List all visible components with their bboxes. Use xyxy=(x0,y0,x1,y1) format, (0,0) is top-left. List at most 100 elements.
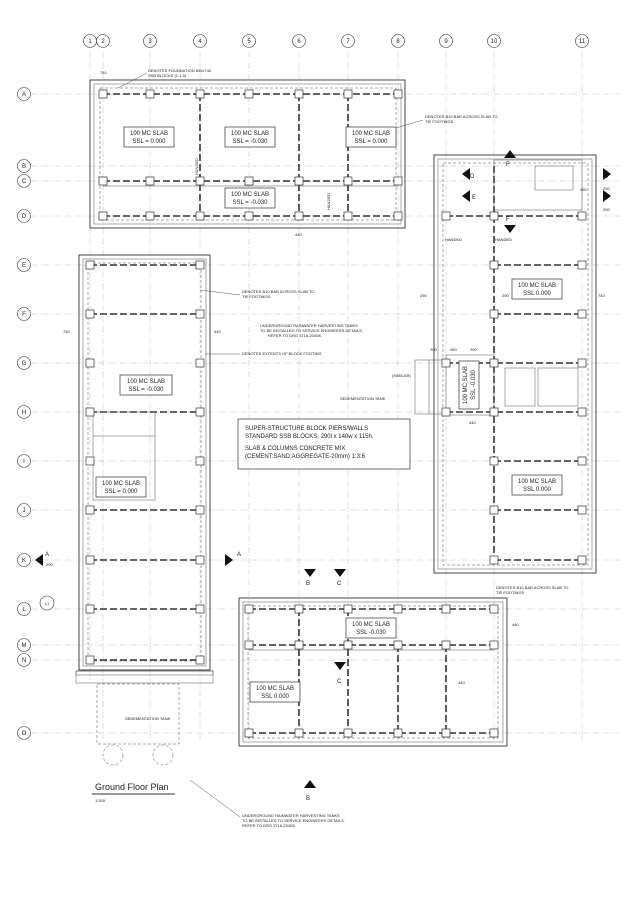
column-bubble-8: 8 xyxy=(391,34,405,48)
note-bar: TIE FOOTINGS xyxy=(425,119,454,124)
note-tanks: UNDERGROUND RAINWATER HARVESTING TANKS xyxy=(242,813,340,818)
row-bubble-i: I xyxy=(17,454,31,468)
svg-text:B: B xyxy=(306,796,310,802)
column-bubble-2: 2 xyxy=(96,34,110,48)
note-bar: DENOTES B10 BAR ACROSS SLAB TO xyxy=(242,289,315,294)
column-bubble-9: 9 xyxy=(439,34,453,48)
svg-text:L: L xyxy=(22,607,26,613)
svg-text:100 MC SLAB: 100 MC SLAB xyxy=(518,283,556,289)
section-markers: A A B B C C D D E E xyxy=(35,150,611,802)
dim-440: 440 xyxy=(295,232,302,237)
svg-text:A: A xyxy=(45,552,49,558)
slab-label: 100 MC SLAB SSL -0.030 xyxy=(345,617,397,639)
svg-text:C: C xyxy=(337,581,342,587)
row-bubbles: A B C D E F G H I J K L M N O xyxy=(17,87,31,740)
row-bubble-a: A xyxy=(17,87,31,101)
svg-text:SSL = -0.030: SSL = -0.030 xyxy=(233,200,269,206)
svg-text:C: C xyxy=(337,679,342,685)
svg-text:SSL = 0.000: SSL = 0.000 xyxy=(105,489,139,495)
column-bubble-11: 11 xyxy=(575,34,589,48)
slab-label: 100 MC SLAB SSL 0.000 xyxy=(511,278,563,300)
drawing-title: Ground Floor Plan xyxy=(95,782,169,792)
notes: DENOTES FOUNDATION 890x740 SSB BLOCKS (1… xyxy=(117,68,569,828)
svg-text:E: E xyxy=(472,195,476,201)
note-tanks: TO BE INSTALLED TO SERVICE ENGINEERS DET… xyxy=(260,328,363,333)
column-bubble-10: 10 xyxy=(487,34,501,48)
dim-200: 200 xyxy=(603,207,610,212)
slab-label: 100 MC SLAB SSL = -0.030 xyxy=(224,126,276,148)
svg-text:7: 7 xyxy=(346,39,350,45)
svg-text:SSL -0.030: SSL -0.030 xyxy=(471,369,477,399)
dim-740: 740 xyxy=(63,329,70,334)
svg-text:2: 2 xyxy=(101,39,105,45)
dim-440: 440 xyxy=(469,420,476,425)
svg-text:O: O xyxy=(22,731,27,737)
column-bubble-1: 1 xyxy=(83,34,97,48)
svg-text:11: 11 xyxy=(579,39,586,45)
dim-290: 290 xyxy=(420,293,427,298)
svg-text:6: 6 xyxy=(297,39,301,45)
svg-text:G: G xyxy=(22,361,27,367)
row-bubble-k: K xyxy=(17,553,31,567)
dim-440: 440 xyxy=(458,680,465,685)
svg-text:100 MC SLAB: 100 MC SLAB xyxy=(256,686,294,692)
slab-label: 100 MC SLAB SSL = -0.030 xyxy=(119,374,173,396)
dim-740: 740 xyxy=(598,293,605,298)
column-bubble-3: 3 xyxy=(143,34,157,48)
slab-labels: 100 MC SLAB SSL = 0.000 100 MC SLAB SSL … xyxy=(95,126,563,703)
svg-text:SSL = -0.030: SSL = -0.030 xyxy=(233,139,269,145)
dim-200: 200 xyxy=(603,186,610,191)
spec-line: (CEMENT:SAND:AGGREGATE-20mm) 1:3:6 xyxy=(245,454,366,460)
handed-label: HANDED xyxy=(326,193,331,210)
dim-200: 200 xyxy=(46,562,53,567)
svg-text:L1: L1 xyxy=(45,601,50,606)
drawing-scale: 1:200 xyxy=(95,798,106,803)
svg-text:B: B xyxy=(306,581,310,587)
column-bubbles: 1 2 3 4 5 6 7 8 9 10 11 xyxy=(83,34,589,48)
svg-text:100 MC SLAB: 100 MC SLAB xyxy=(231,192,269,198)
slab-label: 100 MC SLAB SSL = 0.000 xyxy=(95,476,147,498)
slab-label: 100 MC SLAB SSL = -0.030 xyxy=(224,187,276,209)
specification-box: SUPER-STRUCTURE BLOCK PIERS/WALLS STANDA… xyxy=(237,418,411,470)
row-bubble-l: L xyxy=(17,602,31,616)
section-marker-e: E E xyxy=(462,190,611,202)
slab-label: 100 MC SLAB SSL = 0.000 xyxy=(123,126,175,148)
svg-text:E: E xyxy=(22,263,26,269)
svg-text:9: 9 xyxy=(444,39,448,45)
svg-text:SSL 0.000: SSL 0.000 xyxy=(261,694,289,700)
row-bubble-b: B xyxy=(17,159,31,173)
note-bar: DENOTES B10 BAR ACROSS SLAB TO xyxy=(496,585,569,590)
slab-label-vertical: 100 MC SLAB SSL -0.030 xyxy=(458,360,480,410)
svg-text:SSL = 0.000: SSL = 0.000 xyxy=(133,139,167,145)
handed-label: HANDED xyxy=(445,237,462,242)
note-foundation: SSB BLOCKS (1:1.5) xyxy=(148,73,187,78)
dim-200: 200 xyxy=(430,347,437,352)
svg-text:A: A xyxy=(22,92,26,98)
svg-text:SSL = 0.000: SSL = 0.000 xyxy=(355,139,389,145)
note-tanks: TO BE INSTALLED TO SERVICE ENGINEERS DET… xyxy=(242,818,345,823)
note-sedimentation-tank: SEDEMENTATION TANK xyxy=(125,716,171,721)
note-tanks: REFER TO DRG 3716-20408. xyxy=(242,823,296,828)
slab-label: 100 MC SLAB SSL = 0.000 xyxy=(345,126,397,148)
block-left xyxy=(75,254,214,766)
section-marker-f: F F xyxy=(504,150,516,233)
svg-text:D: D xyxy=(470,174,475,180)
svg-text:100 MC SLAB: 100 MC SLAB xyxy=(463,366,469,404)
column-bubble-5: 5 xyxy=(242,34,256,48)
svg-text:5: 5 xyxy=(247,39,251,45)
column-bubble-7: 7 xyxy=(341,34,355,48)
svg-text:E: E xyxy=(604,195,608,201)
svg-text:D: D xyxy=(604,174,609,180)
svg-text:F: F xyxy=(506,162,510,168)
spec-line: SLAB & COLUMNS CONCRETE MIX xyxy=(245,446,345,452)
dim-260: 260 xyxy=(580,187,587,192)
title-block: Ground Floor Plan 1:200 xyxy=(92,782,175,803)
note-bar: TIE FOOTINGS xyxy=(242,294,271,299)
svg-text:D: D xyxy=(22,214,27,220)
row-bubble-m: M xyxy=(17,638,31,652)
svg-text:SSL -0.030: SSL -0.030 xyxy=(356,630,386,636)
note-similar: (SIMILAR) xyxy=(392,373,411,378)
svg-text:F: F xyxy=(22,312,26,318)
row-bubble-d: D xyxy=(17,209,31,223)
handed-label: HANDED xyxy=(194,158,199,175)
